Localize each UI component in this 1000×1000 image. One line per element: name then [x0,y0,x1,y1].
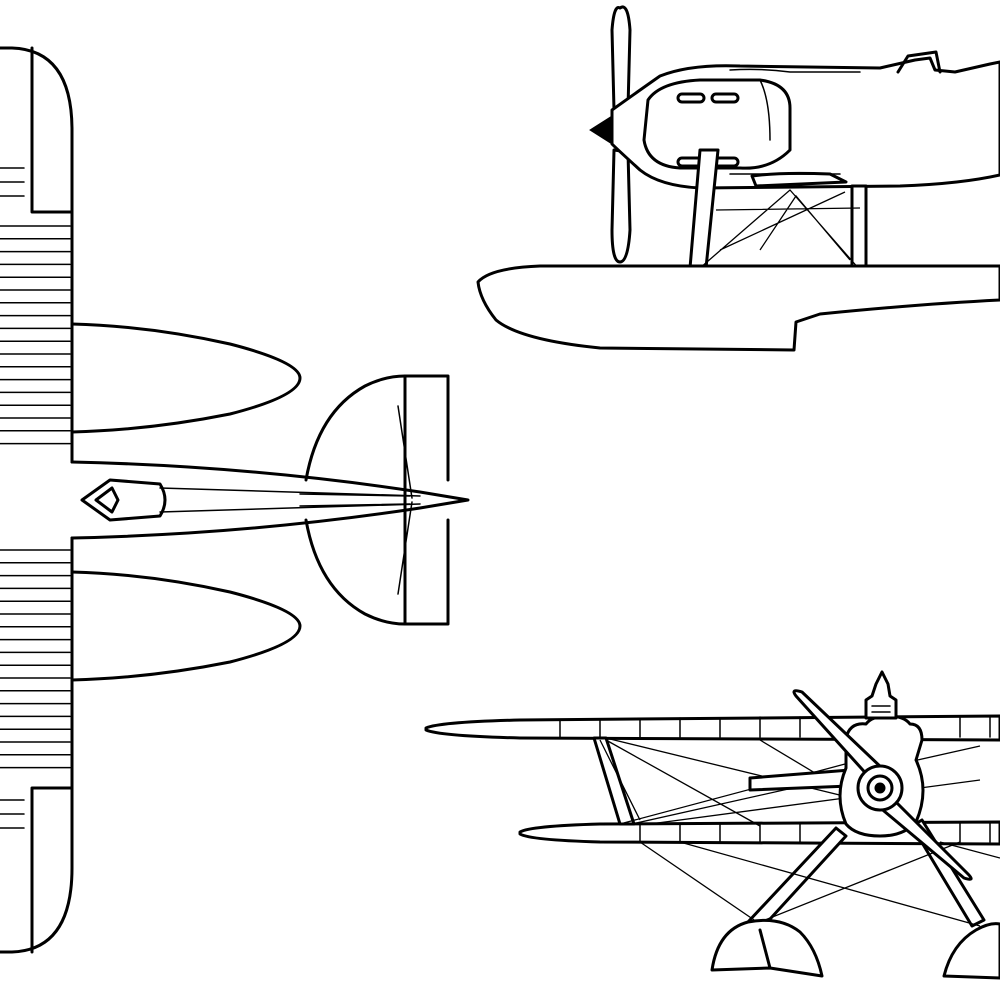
tailplane-lower [304,518,450,626]
tail-bracing [397,405,413,595]
exhaust-port-1 [676,92,706,104]
fuselage-spine [159,487,421,513]
aileron-lower [30,786,74,954]
propeller-side-upper [610,5,632,112]
cockpit-plan [80,478,167,522]
float-side [476,264,1000,352]
float-top-view-upper [70,322,302,434]
lower-wing-rib-ticks [639,822,991,843]
spinner-side [589,115,613,145]
propeller-blade-lower-right [876,794,973,881]
propeller-blade-upper-left [792,689,886,780]
float-keel-left [758,928,772,970]
upper-wing-ribs [0,167,71,445]
rear-strut-side [850,184,868,270]
upper-wing-half [0,46,74,464]
float-front-left [710,918,824,978]
cockpit-side [896,50,942,74]
wing-root-side [750,171,848,188]
interplane-strut-left [592,736,636,826]
cabane-struts [748,768,852,792]
lower-wing-half [0,536,74,954]
hub-center [874,782,886,794]
propeller-side-lower [610,148,632,264]
float-front-right [942,922,1000,980]
side-view [476,5,1000,352]
float-bracing-wires [699,189,861,271]
fuselage-plan [70,460,470,540]
header-tank [864,670,898,720]
plan-view [0,46,470,954]
upper-wing-rib-ticks [559,716,991,739]
front-view [424,670,1000,980]
header-tank-detail [871,705,891,713]
lower-wing-ribs [0,549,71,829]
nose-plan [94,486,120,514]
float-top-view-lower [70,570,302,682]
tailplane-upper [304,374,450,482]
float-bracing-front [639,841,1000,927]
aileron-upper [30,46,74,214]
exhaust-port-2 [710,92,740,104]
